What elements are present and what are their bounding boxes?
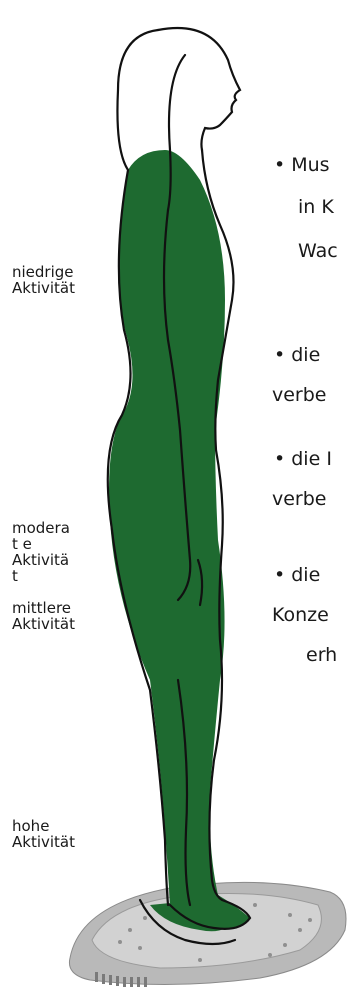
benefit-3-line-2: verbe <box>272 480 327 518</box>
activity-level-moderate-name: moderat e <box>12 519 70 553</box>
benefit-2-line-1: • die <box>274 336 320 374</box>
benefit-1-line-2: in K <box>298 188 334 226</box>
benefit-2-line-2: verbe <box>272 376 327 414</box>
activity-level-low-word: Aktivität <box>12 279 75 297</box>
activity-level-moderate: moderat e Aktivität <box>12 520 72 584</box>
activity-level-low: niedrige Aktivität <box>12 264 100 296</box>
activity-level-high-word: Aktivität <box>12 833 75 851</box>
benefit-3-line-1: • die I <box>274 440 332 478</box>
benefit-1-line-3: Wac <box>298 232 338 270</box>
activity-level-medium: mittlere Aktivität <box>12 600 100 632</box>
benefit-4-line-2: Konze <box>272 596 329 634</box>
body-silhouette <box>109 150 250 929</box>
activity-level-moderate-word: Aktivität <box>12 551 69 585</box>
benefit-1-line-1: • Mus <box>274 146 330 184</box>
benefit-4-line-1: • die <box>274 556 320 594</box>
activity-level-medium-word: Aktivität <box>12 615 75 633</box>
activity-level-high: hohe Aktivität <box>12 818 100 850</box>
benefit-4-line-3: erh <box>306 636 337 674</box>
